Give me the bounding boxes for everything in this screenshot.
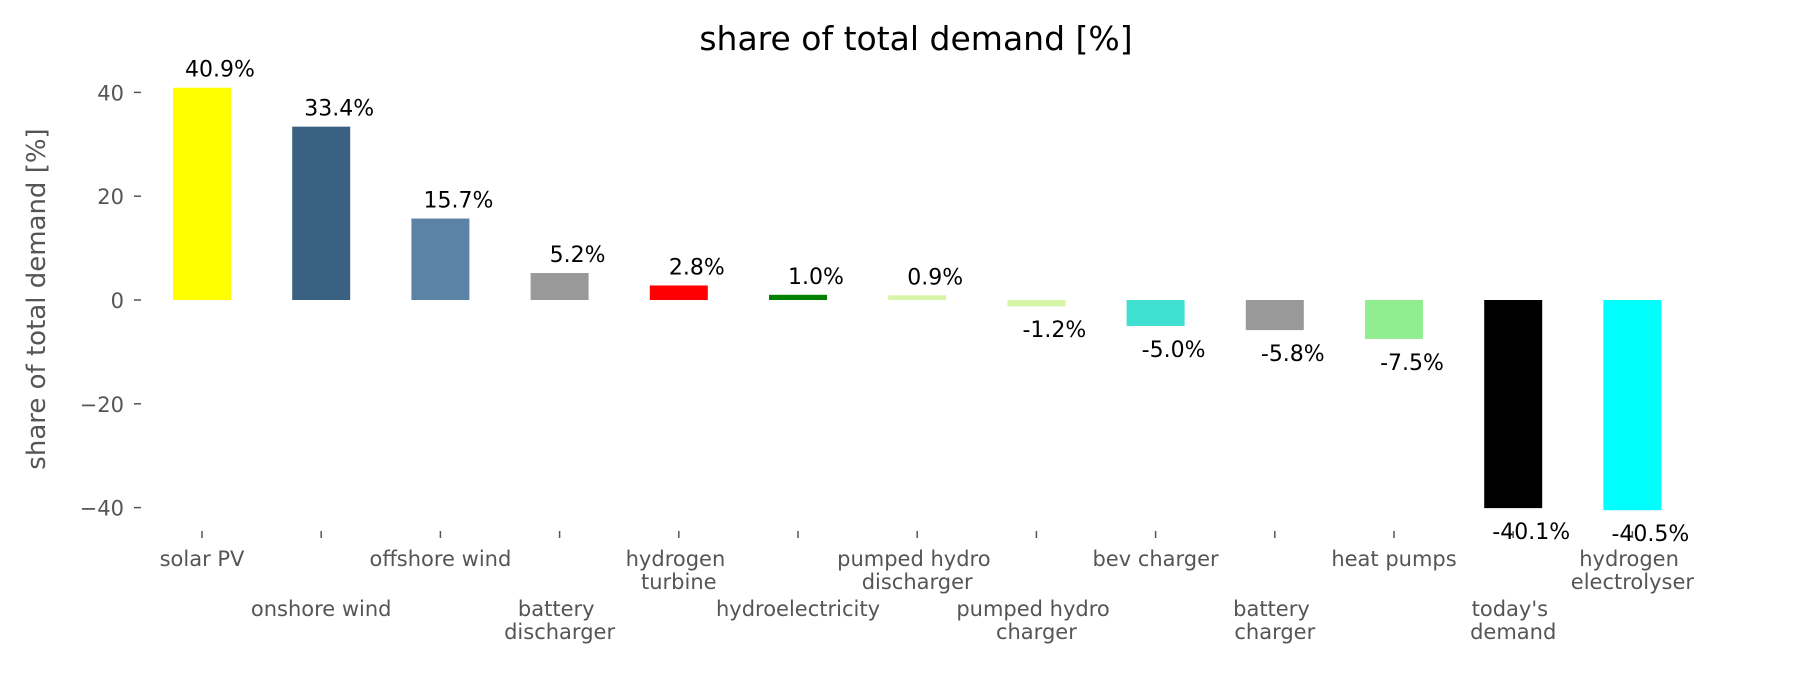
value-label: -40.5% [1611, 522, 1689, 547]
bar [1603, 300, 1662, 511]
bar [530, 273, 589, 300]
x-tick-label: today's demand [1470, 597, 1556, 644]
bar [1007, 300, 1066, 307]
x-tick-label: onshore wind [251, 597, 392, 621]
value-label: 33.4% [304, 97, 374, 122]
x-tick-label: bev charger [1092, 547, 1219, 571]
x-tick-label: hydrogen turbine [626, 547, 732, 594]
bar [411, 218, 470, 300]
bar [649, 285, 708, 300]
bar [173, 87, 231, 300]
x-tick-label: heat pumps [1331, 547, 1456, 571]
value-label: -7.5% [1380, 351, 1444, 376]
value-label: 15.7% [423, 189, 493, 214]
value-label: 0.9% [907, 265, 963, 290]
x-tick-label: solar PV [160, 547, 245, 571]
value-label: -5.8% [1261, 342, 1325, 367]
value-label: 40.9% [185, 58, 255, 83]
bar [769, 294, 827, 300]
y-axis: 40 20 0 −20 −40 [80, 81, 141, 521]
bar [1484, 300, 1543, 509]
x-tick-label: battery charger [1233, 597, 1316, 644]
value-label: 1.0% [788, 265, 844, 290]
y-tick-label: 20 [97, 185, 124, 209]
bars: 40.9% 33.4% 15.7% 5.2% 2.8% 1.0% 0.9% -1.2% -5.0… [173, 58, 1689, 547]
bar [1365, 300, 1423, 339]
y-tick-label: 0 [111, 289, 124, 313]
y-tick-label: −20 [80, 393, 124, 417]
bar [1245, 300, 1304, 331]
y-axis-label: share of total demand [%] [22, 128, 52, 469]
bar [888, 295, 947, 300]
x-tick-label: offshore wind [369, 547, 511, 571]
x-tick-label: hydrogen electrolyser [1571, 547, 1695, 594]
x-tick-label: pumped hydro discharger [837, 547, 997, 594]
x-tick-label: pumped hydro charger [956, 597, 1116, 644]
value-label: -1.2% [1022, 318, 1086, 343]
x-tick-label: battery discharger [504, 597, 615, 644]
value-label: -40.1% [1492, 520, 1570, 545]
x-axis: solar PV onshore wind offshore wind battery… [160, 531, 1695, 644]
y-tick-label: −40 [80, 497, 124, 521]
bar [1126, 300, 1185, 326]
chart-title: share of total demand [%] [699, 19, 1132, 58]
bar [292, 126, 351, 301]
value-label: 5.2% [550, 243, 606, 268]
y-tick-label: 40 [97, 81, 124, 105]
value-label: 2.8% [669, 255, 725, 280]
x-tick-label: hydroelectricity [716, 597, 880, 621]
value-label: -5.0% [1142, 338, 1206, 363]
